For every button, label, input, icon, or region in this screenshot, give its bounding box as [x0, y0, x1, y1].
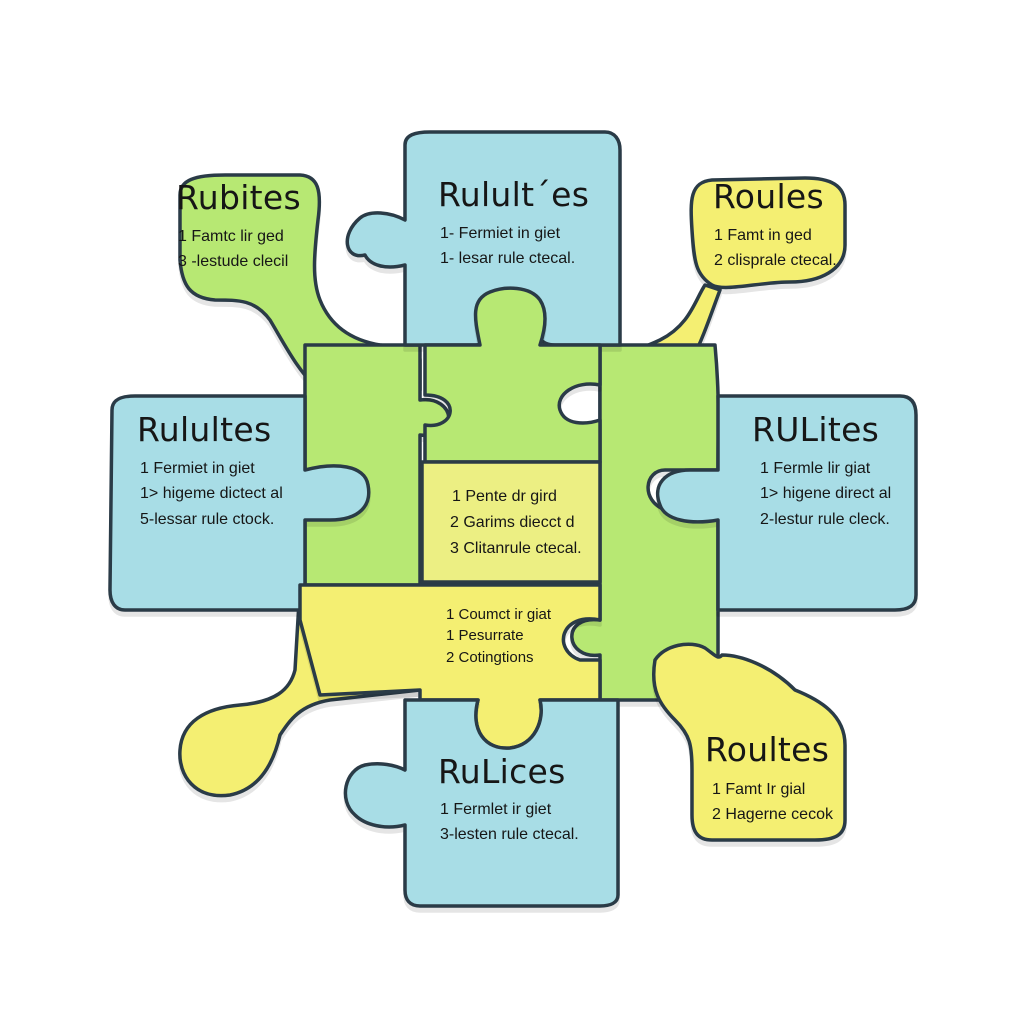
piece-bottom-right-line-2: 2 Hagerne cecok	[712, 806, 833, 823]
piece-top-right-title: Roules	[713, 177, 825, 216]
piece-right-title: RULites	[752, 410, 880, 449]
piece-top-title: Rulult´es	[438, 175, 590, 214]
piece-center-line-3: 3 Clitanrule ctecal.	[450, 540, 582, 557]
piece-center-line-1: 1 Pente dr gird	[452, 488, 557, 505]
piece-top-left-title: Rubites	[176, 178, 302, 217]
piece-center-lower-line-3: 2 Cotingtions	[446, 649, 534, 666]
piece-top-left-line-2: 3 -lestude clecil	[178, 253, 289, 270]
piece-bottom-right-line-1: 1 Famt Ir gial	[712, 781, 806, 798]
piece-bottom-line-2: 3-lesten rule ctecal.	[440, 826, 579, 843]
piece-bottom-right	[652, 642, 847, 842]
piece-right-line-2: 1> higene direct al	[760, 485, 892, 502]
piece-right	[655, 394, 918, 612]
piece-left	[108, 394, 371, 612]
piece-left-line-3: 5-lessar rule ctock.	[140, 511, 275, 528]
piece-left-title: Rulultes	[137, 410, 272, 449]
piece-bottom-right-title: Roultes	[705, 730, 830, 769]
piece-bottom-title: RuLices	[438, 752, 566, 791]
piece-bottom	[343, 698, 620, 908]
piece-center	[420, 460, 602, 584]
piece-center-top	[423, 286, 602, 464]
piece-top-line-2: 1- lesar rule ctecal.	[440, 250, 576, 267]
piece-center-lower-line-2: 1 Pesurrate	[446, 627, 524, 644]
piece-center-line-2: 2 Garims diecct d	[450, 514, 575, 531]
piece-right-line-3: 2-lestur rule cleck.	[760, 511, 890, 528]
piece-left-line-1: 1 Fermiet in giet	[140, 460, 255, 477]
piece-top-right-line-2: 2 clisprale ctecal.	[714, 252, 837, 269]
piece-center-lower-line-1: 1 Coumct ir giat	[446, 606, 552, 623]
piece-top-left-line-1: 1 Famtc lir ged	[178, 228, 284, 245]
piece-bottom-line-1: 1 Fermlet ir giet	[440, 801, 552, 818]
piece-top-line-1: 1- Fermiet in giet	[440, 225, 561, 242]
piece-top-right-line-1: 1 Famt in ged	[714, 227, 812, 244]
piece-right-line-1: 1 Fermle lir giat	[760, 460, 871, 477]
piece-left-line-2: 1> higeme dictect al	[140, 485, 283, 502]
